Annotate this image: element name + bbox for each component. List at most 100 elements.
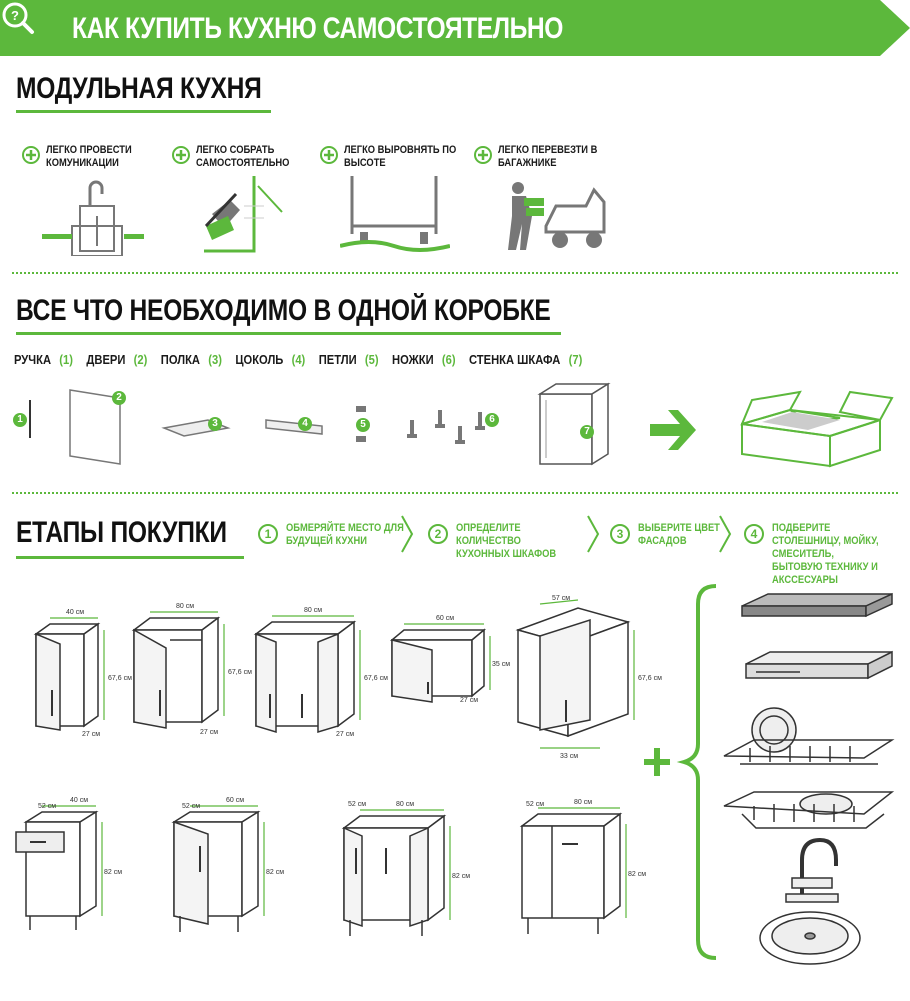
chevron-right-icon (719, 515, 732, 553)
dim-label: 82 см (628, 871, 646, 878)
part-label: ЦОКОЛЬ (4) (235, 352, 306, 367)
corner-wall-cabinet (515, 607, 631, 738)
part-badge: 5 (356, 418, 370, 432)
hinge-part (356, 406, 366, 412)
wall-cabinet-40 (33, 622, 101, 731)
part-label: ДВЕРИ (2) (86, 352, 148, 367)
part-label: НОЖКИ (6) (392, 352, 456, 367)
cabinets-illustration: 40 см 80 см 80 см 60 см 57 см 67,6 см 67… (15, 595, 662, 936)
dim-label: 80 см (304, 607, 322, 614)
steps-title: ЕТАПЫ ПОКУПКИ (16, 516, 227, 549)
benefit-leveling: ЛЕГКО ВЫРОВНЯТЬ ПО ВЫСОТЕ (320, 144, 470, 259)
svg-text:?: ? (11, 8, 19, 23)
base-cabinet-40 (15, 810, 99, 930)
dim-label: 27 см (82, 731, 100, 738)
step-number: 4 (744, 524, 764, 544)
base-cabinet-60 (171, 810, 261, 932)
part-badge: 4 (298, 417, 312, 431)
car-trunk-icon (508, 182, 606, 250)
dim-label: 67,6 см (228, 669, 252, 676)
part-badge: 1 (13, 413, 27, 427)
dim-label: 80 см (176, 603, 194, 610)
dim-label: 82 см (266, 869, 284, 876)
dim-label: 27 см (460, 697, 478, 704)
hinge-part (356, 436, 366, 442)
dim-label: 67,6 см (638, 675, 662, 682)
benefit-text: ЛЕГКО СОБРАТЬ САМОСТОЯТЕЛЬНО (196, 144, 290, 169)
plus-icon (22, 146, 40, 164)
legs-part (407, 410, 485, 444)
plus-icon (644, 748, 670, 776)
dim-label: 82 см (452, 873, 470, 880)
dish-rack-icon (723, 707, 895, 765)
door-part (69, 389, 121, 465)
page-title: КАК КУПИТЬ КУХНЮ САМОСТОЯТЕЛЬНО (72, 12, 563, 45)
leveling-legs-icon (340, 176, 450, 252)
dim-label: 80 см (574, 799, 592, 806)
dim-label: 33 см (560, 753, 578, 760)
part-badge: 2 (112, 391, 126, 405)
step-text: ОПРЕДЕЛИТЕ КОЛИЧЕСТВО КУХОННЫХ ШКАФОВ (456, 522, 557, 560)
benefit-communications: ЛЕГКО ПРОВЕСТИ КОМУНИКАЦИИ (22, 144, 172, 259)
dim-label: 80 см (396, 801, 414, 808)
modular-title: МОДУЛЬНАЯ КУХНЯ (16, 72, 262, 105)
dim-label: 27 см (336, 731, 354, 738)
base-cabinet-80 (341, 814, 447, 936)
assembly-tools-icon (204, 176, 283, 253)
section-divider (12, 272, 898, 274)
part-badge: 6 (485, 413, 499, 427)
range-hood-icon (745, 650, 893, 680)
brace-bracket (676, 584, 717, 960)
dim-label: 60 см (226, 797, 244, 804)
dim-label: 40 см (66, 609, 84, 616)
dim-label: 35 см (492, 661, 510, 668)
part-badge: 3 (208, 417, 222, 431)
step-chevrons (401, 515, 732, 553)
corner-base-cabinet (519, 812, 623, 934)
dim-label: 52 см (348, 801, 366, 808)
part-label: ПЕТЛИ (5) (318, 352, 379, 367)
accessories-illustration (644, 584, 895, 965)
dim-label: 40 см (70, 797, 88, 804)
plus-icon (172, 146, 190, 164)
arrow-right-icon (650, 410, 696, 450)
step-number: 1 (258, 524, 278, 544)
faucet-icon (785, 837, 839, 903)
cabinet-box-part (537, 382, 611, 466)
plus-icon (320, 146, 338, 164)
step-text: ПОДБЕРИТЕ СТОЛЕШНИЦУ, МОЙКУ, СМЕСИТЕЛЬ, … (772, 522, 879, 586)
step-number: 3 (610, 524, 630, 544)
chevron-right-icon (587, 515, 600, 553)
countertop-icon (741, 592, 893, 618)
dish-tray-icon (723, 791, 895, 829)
part-badge: 7 (580, 425, 594, 439)
step-text: ВЫБЕРИТЕ ЦВЕТ ФАСАДОВ (638, 522, 720, 547)
chevron-right-icon (401, 515, 414, 553)
section-divider (12, 492, 898, 494)
modular-title-underline (16, 110, 271, 113)
header-banner: ? КАК КУПИТЬ КУХНЮ САМОСТОЯТЕЛЬНО (0, 0, 910, 56)
benefit-assembly: ЛЕГКО СОБРАТЬ САМОСТОЯТЕЛЬНО (172, 144, 322, 259)
benefit-text: ЛЕГКО ПРОВЕСТИ КОМУНИКАЦИИ (46, 144, 132, 169)
banner-background (0, 0, 910, 56)
steps-title-underline (16, 556, 244, 559)
wall-cabinet-80 (131, 616, 221, 729)
step-number: 2 (428, 524, 448, 544)
search-help-icon: ? (2, 2, 34, 34)
box-title-underline (16, 332, 561, 335)
dim-label: 67,6 см (364, 675, 388, 682)
dim-label: 82 см (104, 869, 122, 876)
box-title: ВСЕ ЧТО НЕОБХОДИМО В ОДНОЙ КОРОБКЕ (16, 294, 551, 327)
sink-icon (759, 911, 861, 965)
part-label: ПОЛКА (3) (160, 352, 222, 367)
benefit-text: ЛЕГКО ПЕРЕВЕЗТИ В БАГАЖНИКЕ (498, 144, 598, 169)
dim-label: 27 см (200, 729, 218, 736)
dim-label: 57 см (552, 595, 570, 602)
dim-label: 52 см (38, 803, 56, 810)
box-inner-shadow (762, 412, 840, 430)
step-text: ОБМЕРЯЙТЕ МЕСТО ДЛЯ БУДУЩЕЙ КУХНИ (286, 522, 404, 547)
benefit-transport: ЛЕГКО ПЕРЕВЕЗТИ В БАГАЖНИКЕ (474, 144, 624, 259)
plumbing-icon (42, 180, 144, 256)
dim-label: 60 см (436, 615, 454, 622)
dim-label: 52 см (182, 803, 200, 810)
